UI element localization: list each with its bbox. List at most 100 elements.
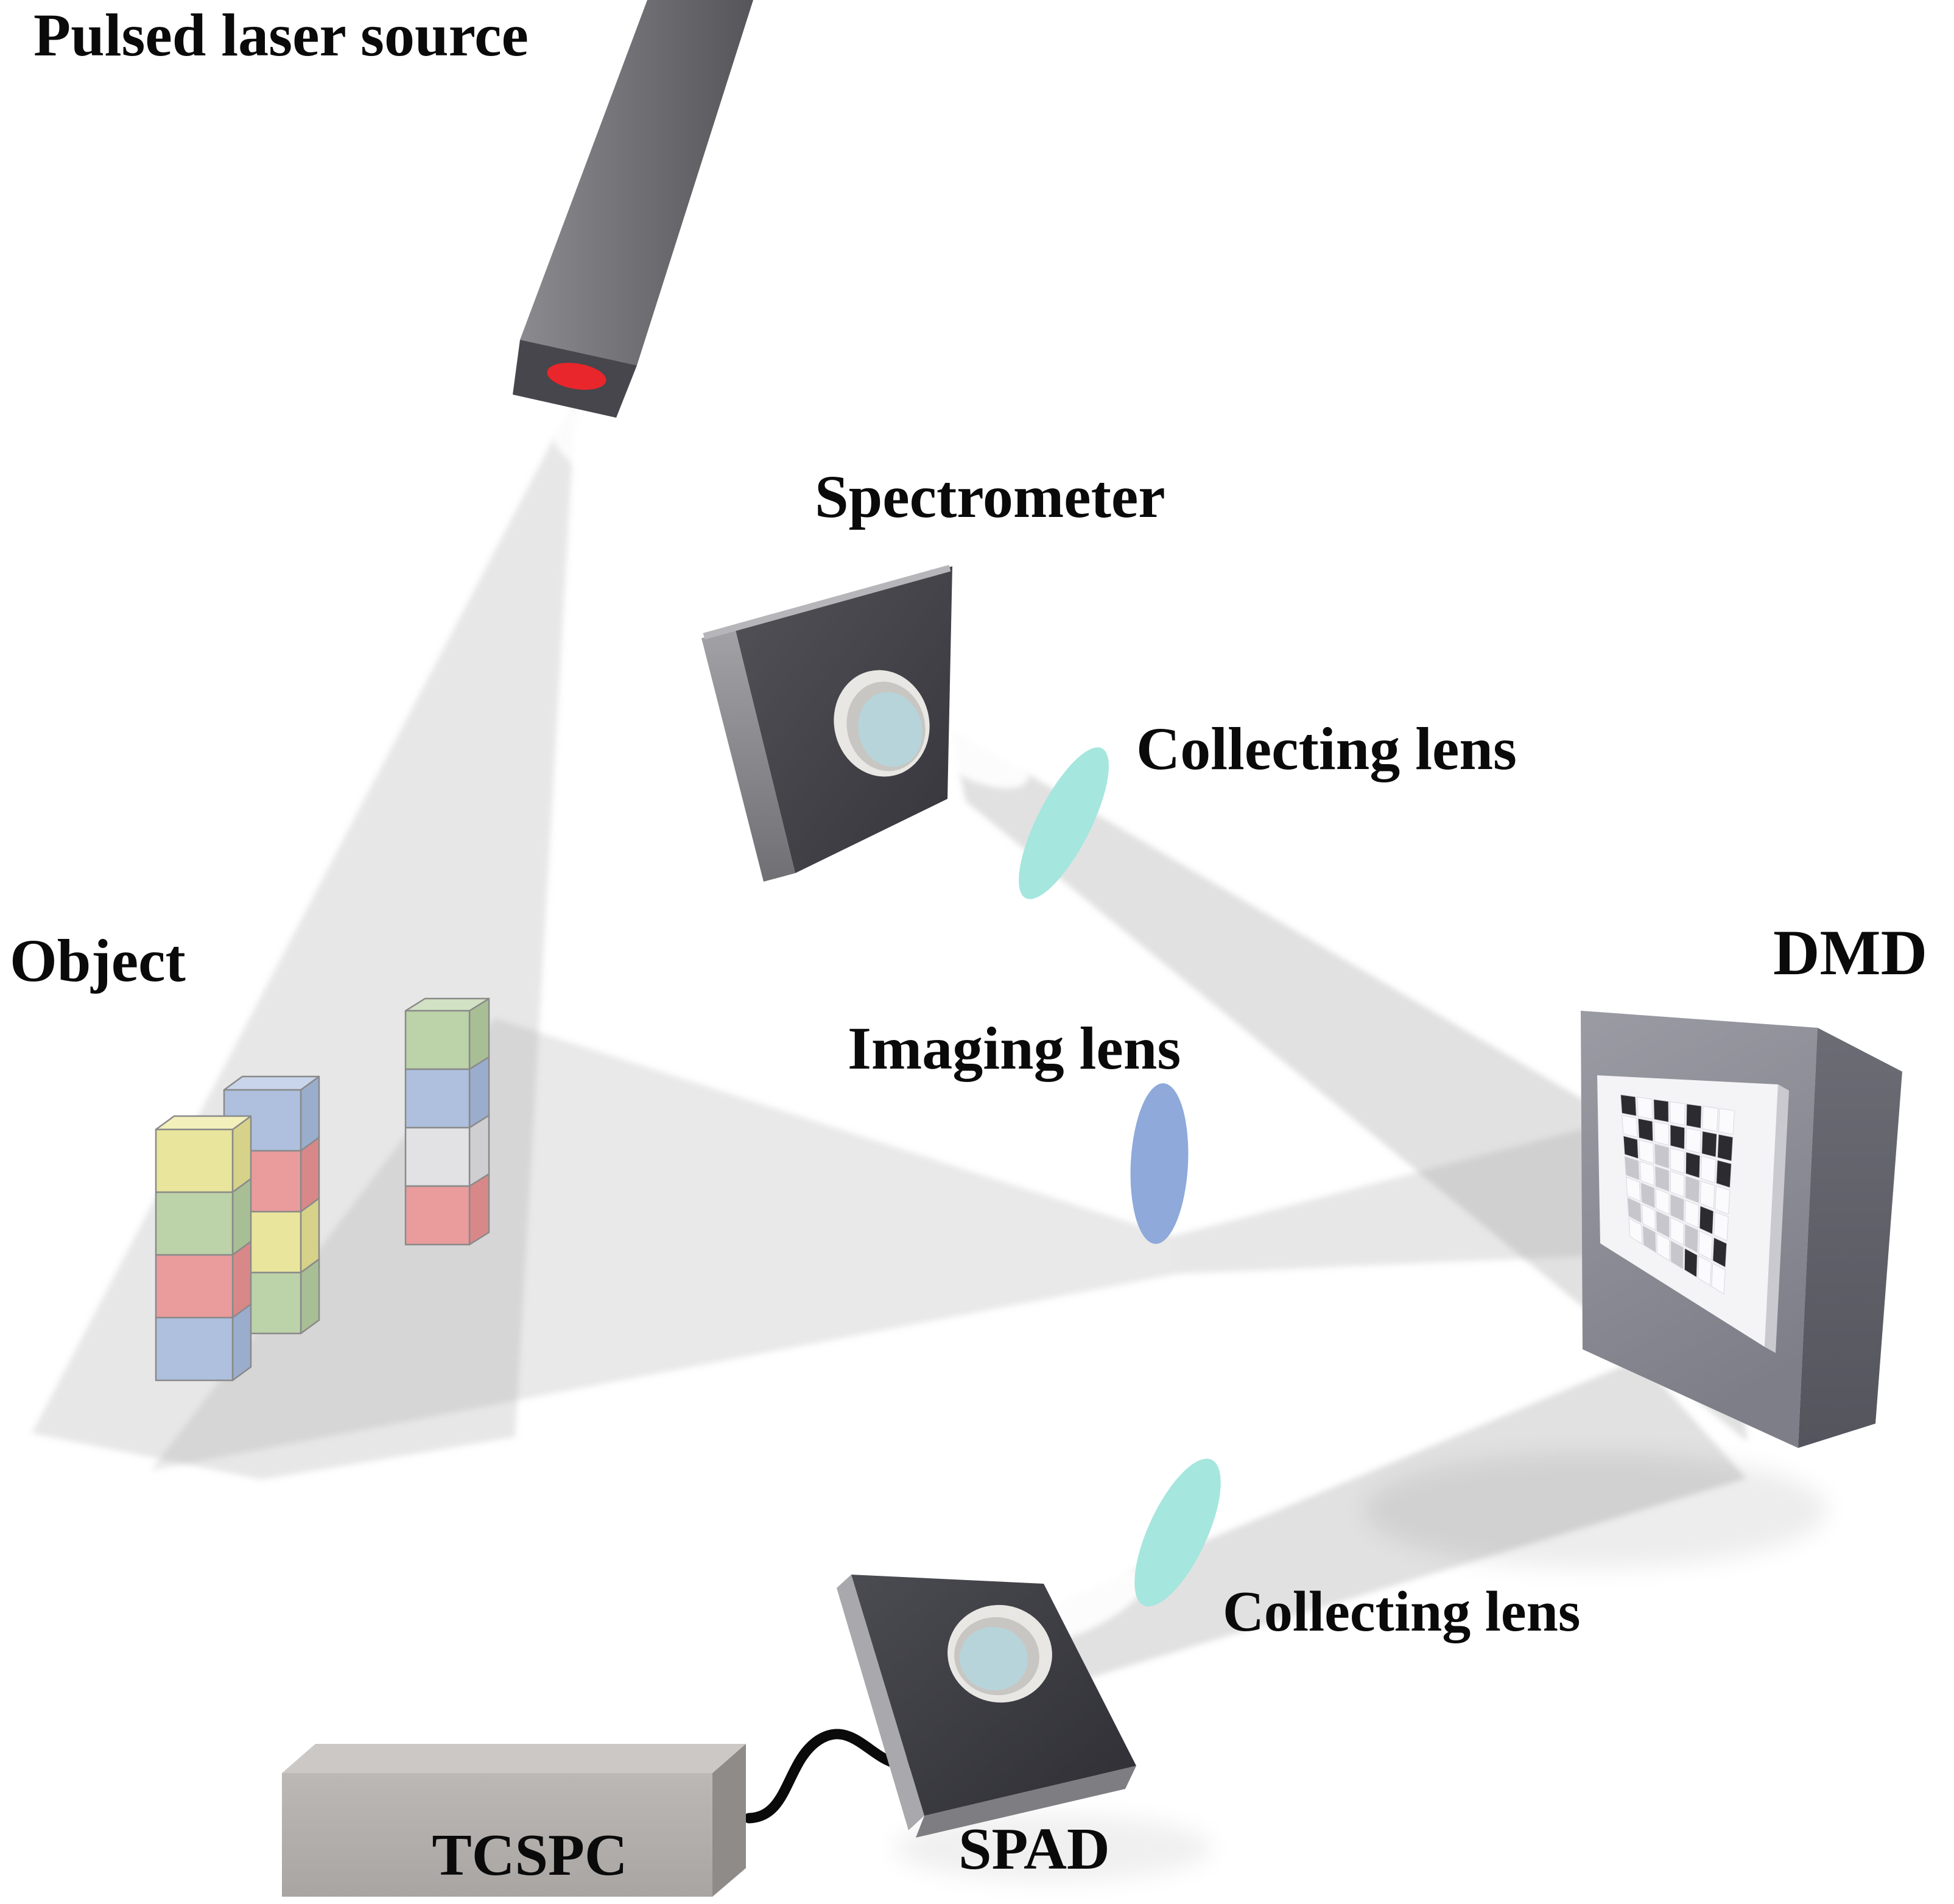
spectrometer-lens-glass — [858, 692, 923, 767]
dmd-mirror-cell — [1670, 1217, 1684, 1246]
laser-body — [520, 0, 753, 365]
label-collecting-lens-top: Collecting lens — [1136, 715, 1517, 782]
dmd-device — [1581, 1011, 1902, 1448]
shape — [155, 1254, 234, 1319]
dmd-mirror-cell — [1642, 1225, 1656, 1253]
spad-left-edge-face — [837, 1575, 924, 1830]
dmd-mirror-cell — [1670, 1147, 1685, 1174]
shape — [404, 1010, 471, 1070]
tcspc-top-face — [282, 1744, 746, 1773]
label-imaging-lens: Imaging lens — [848, 1014, 1181, 1082]
dmd-mirror-cell — [1699, 1180, 1715, 1209]
dmd-mirror-cell — [1684, 1200, 1699, 1229]
dmd-mirror-cell — [1713, 1211, 1729, 1242]
dmd-panel-edge — [1765, 1084, 1789, 1353]
dmd-mirror-cell — [1711, 1262, 1726, 1295]
dmd-mirror-cell — [1670, 1124, 1685, 1150]
shape — [155, 1316, 234, 1382]
dmd-checkerboard — [1620, 1094, 1735, 1295]
dmd-mirror-cell — [1656, 1210, 1670, 1238]
dmd-mirror-cell — [1698, 1230, 1713, 1261]
dmd-mirror-cell — [1684, 1223, 1699, 1253]
laser-emitter-dot — [547, 362, 606, 390]
label-pulsed-laser-source: Pulsed laser source — [33, 1, 529, 69]
dmd-mirror-cell — [1655, 1188, 1670, 1215]
dmd-mirror-cell — [1698, 1255, 1712, 1287]
spad-device — [837, 1575, 1136, 1838]
shape — [231, 1303, 252, 1382]
label-spectrometer: Spectrometer — [815, 463, 1165, 530]
dmd-mirror-cell — [1639, 1161, 1655, 1187]
spad-lens-glass — [960, 1626, 1028, 1691]
shape — [468, 1173, 490, 1246]
dmd-mirror-cell — [1637, 1118, 1654, 1142]
dmd-mirror-cell — [1623, 1135, 1639, 1159]
spectrometer-side-face — [701, 630, 795, 882]
dmd-mirror-cell — [1717, 1134, 1734, 1162]
dmd-mirror-cell — [1639, 1139, 1654, 1164]
dmd-mirror-cell — [1625, 1176, 1641, 1202]
dmd-mirror-cell — [1640, 1182, 1656, 1209]
spectrometer-device — [701, 564, 952, 882]
dmd-mirror-cell — [1685, 1175, 1700, 1204]
dmd-mirror-cell — [1654, 1121, 1670, 1146]
beam-object-to-imaging-lens — [151, 1018, 1178, 1470]
dmd-mirror-cell — [1700, 1156, 1717, 1184]
dmd-mirror-cell — [1712, 1237, 1727, 1268]
dmd-mirror-cell — [1620, 1094, 1637, 1117]
dmd-mirror-cell — [1654, 1165, 1670, 1192]
dmd-mirror-cell — [1654, 1143, 1670, 1169]
shape — [404, 1185, 471, 1246]
shape — [404, 1068, 471, 1129]
dmd-mirror-cell — [1653, 1098, 1669, 1123]
dmd-mirror-cell — [1716, 1159, 1732, 1189]
dmd-mirror-cell — [1628, 1217, 1643, 1245]
spad-floor-shadow — [895, 1814, 1212, 1881]
label-tcspc: TCSPC — [432, 1822, 628, 1888]
spad-bottom-edge-face — [916, 1766, 1136, 1838]
dmd-mirror-cell — [1641, 1203, 1656, 1231]
dmd-mirror-cell — [1715, 1185, 1731, 1215]
dmd-mirror-cell — [1685, 1151, 1701, 1179]
shape — [155, 1115, 252, 1131]
dmd-mirror-cell — [1670, 1170, 1685, 1198]
collecting-lens-top-glass — [1019, 747, 1109, 899]
dmd-mirror-cell — [1670, 1193, 1684, 1222]
laser-emission-glow — [539, 388, 591, 466]
label-object: Object — [10, 927, 186, 994]
dmd-mirror-cell — [1718, 1108, 1735, 1135]
pulsed-laser-source — [513, 0, 753, 418]
object-stack-front — [155, 1115, 252, 1382]
shape — [300, 1258, 320, 1335]
dmd-side-face — [1798, 1028, 1902, 1448]
object-stack-right — [404, 997, 490, 1246]
dmd-mirror-cell — [1627, 1196, 1642, 1224]
collecting-lens-bottom-glass — [1134, 1458, 1221, 1607]
tcspc-front-face — [282, 1773, 712, 1897]
spectrometer-top-edge — [703, 564, 951, 640]
imaging-lens-glass — [1130, 1083, 1189, 1244]
tcspc-side-face — [712, 1744, 746, 1897]
tcspc-device — [282, 1744, 746, 1897]
dmd-mirror-cell — [1699, 1205, 1714, 1235]
dmd-mirror-cell — [1701, 1131, 1718, 1158]
label-dmd: DMD — [1773, 917, 1928, 988]
dmd-mirror-cell — [1656, 1232, 1670, 1262]
shape — [223, 1075, 320, 1091]
dmd-mirror-cell — [1670, 1101, 1685, 1126]
shape — [155, 1128, 234, 1193]
label-spad: SPAD — [958, 1816, 1110, 1882]
object-stack-group — [155, 997, 490, 1382]
dmd-mirror-cell — [1702, 1106, 1718, 1132]
dmd-floor-shadow — [1364, 1452, 1827, 1568]
dmd-mirror-cell — [1685, 1103, 1702, 1129]
dmd-mirror-cell — [1670, 1240, 1684, 1270]
dmd-mirror-cell — [1622, 1115, 1638, 1138]
dmd-mirror-cell — [1624, 1156, 1640, 1181]
shape — [404, 1126, 471, 1187]
label-collecting-lens-bottom: Collecting lens — [1223, 1580, 1581, 1643]
beam-dmd-to-spectrometer — [950, 728, 1748, 1442]
dmd-mirror-cell — [1637, 1097, 1653, 1120]
